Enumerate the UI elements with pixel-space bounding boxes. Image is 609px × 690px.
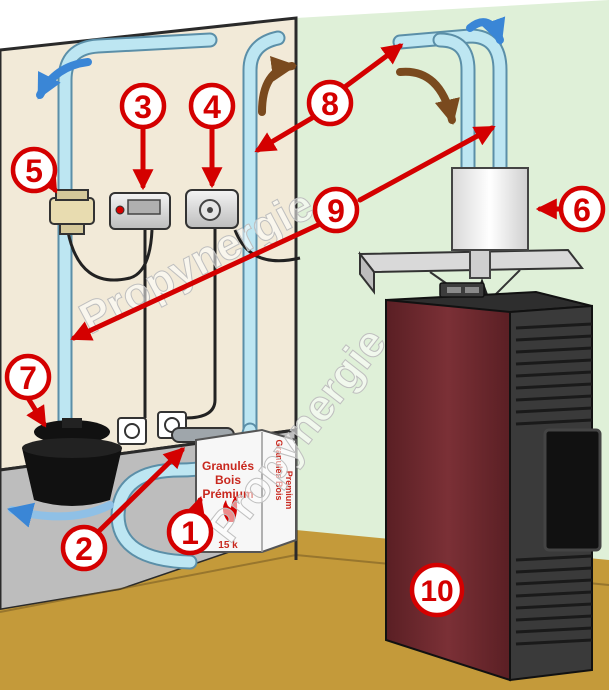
marker-1: 1 [166,508,214,556]
marker-6-label: 6 [573,192,591,228]
marker-9-label: 9 [327,193,345,229]
marker-2: 2 [60,524,108,572]
stove-front [385,298,511,682]
stove-glass-door [543,428,602,552]
arrow-8a [254,115,315,153]
airflow-arrow-top-left [36,58,92,100]
door-arrow-stove [396,67,460,125]
pellet-stove [385,282,602,682]
bag-line1: Granulés [202,459,254,473]
marker-7: 7 [4,353,52,401]
vacuum-pot [22,418,122,506]
door-arrow-wall [258,56,298,116]
marker-4-label: 4 [203,89,221,125]
marker-10-label: 10 [420,575,453,608]
stove-control-panel [439,282,485,298]
control-box-3 [109,192,171,230]
flame-icon [222,496,238,522]
pipe-left [57,32,218,428]
bag-side2: Premium [284,471,294,510]
marker-1-label: 1 [181,515,199,551]
arrow-7 [25,395,47,428]
bag-weight: 15 k [218,540,238,551]
arrow-8b [335,43,404,95]
marker-5-label: 5 [25,153,43,189]
marker-8-label: 8 [321,86,339,122]
marker-2-label: 2 [75,531,93,567]
marker-5: 5 [10,146,58,194]
stove-grille [515,322,593,646]
control-box-4 [185,189,239,229]
bag-side1: Granulés Bois [274,439,284,500]
marker-3: 3 [119,82,167,130]
callout-arrows [25,43,566,536]
arrow-2 [94,447,186,536]
marker-8: 8 [306,79,354,127]
arrow-5 [37,170,58,194]
bag-line2: Bois [215,473,241,487]
airflow-arrow-top-right [466,16,506,45]
pipe-wall-right [242,30,286,438]
marker-9: 9 [312,186,360,234]
airflow-arrow-bottom-left [7,501,114,528]
bag-line3: Prémium [202,487,253,501]
markers: 1 2 3 4 5 6 7 8 [4,79,606,618]
marker-6: 6 [558,185,606,233]
electrical-wires [66,228,301,420]
airflow-arrows [7,16,506,528]
marker-4: 4 [188,82,236,130]
arrow-9a [70,222,321,341]
marker-7-label: 7 [19,360,37,396]
marker-3-label: 3 [134,89,152,125]
marker-10: 10 [409,562,465,618]
filter-unit [49,189,95,235]
arrow-9b [357,125,496,203]
